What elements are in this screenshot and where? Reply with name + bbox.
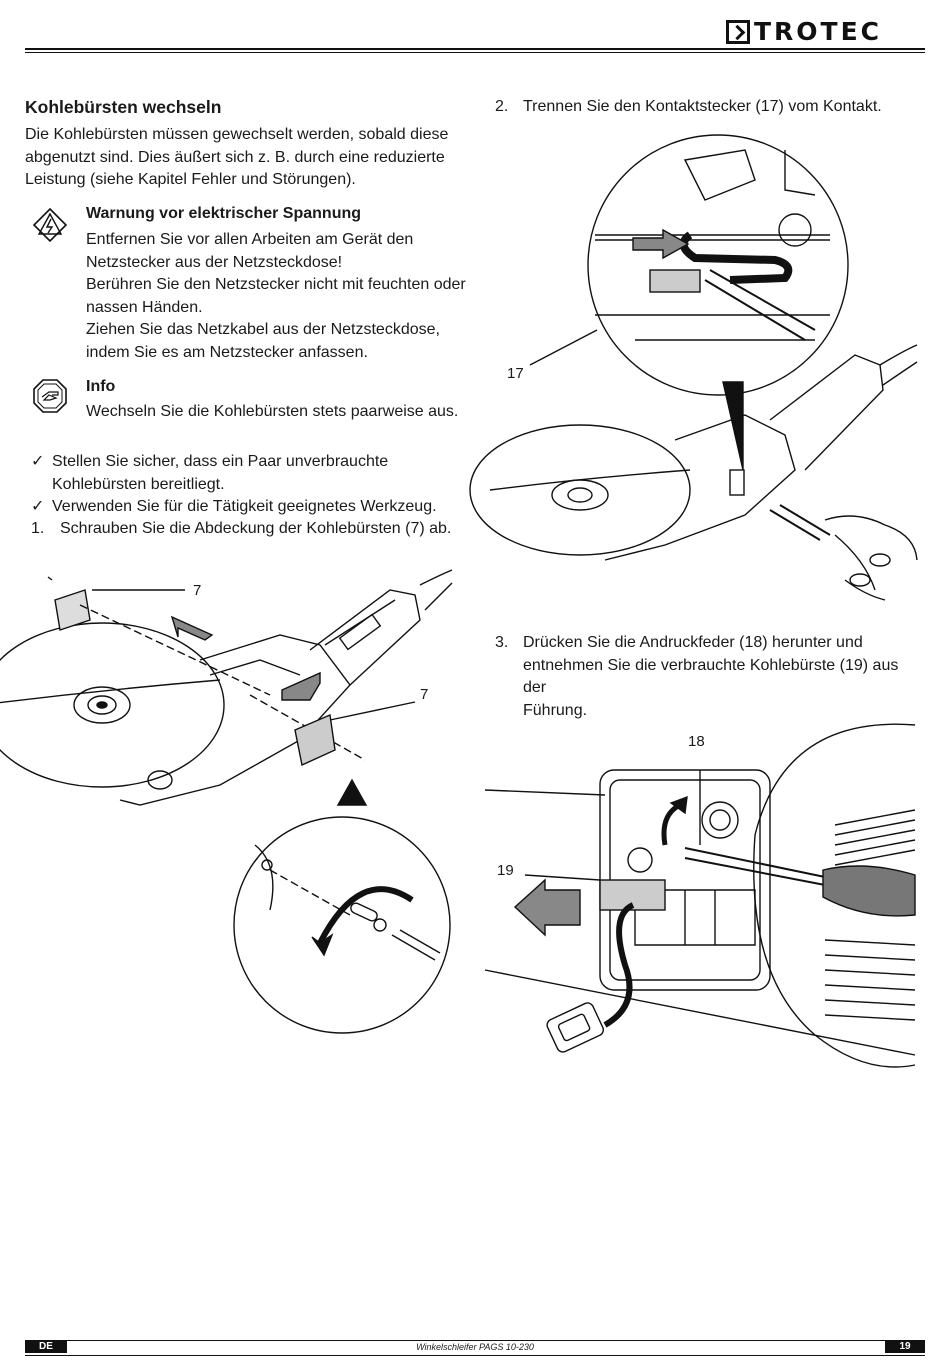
- check-item: Verwenden Sie für die Tätigkeit geeignet…: [52, 498, 437, 515]
- logo-chevron-icon: [726, 20, 750, 44]
- figure-label-7: 7: [193, 582, 202, 599]
- warning-line: Netzstecker aus der Netzsteckdose!: [86, 253, 343, 271]
- check-line: Kohlebürsten bereitliegt.: [52, 475, 225, 493]
- step-line: Drücken Sie die Andruckfeder (18) herunt…: [523, 634, 863, 651]
- step-line: Führung.: [523, 701, 588, 719]
- header-rule-thin: [25, 52, 925, 53]
- step-line: entnehmen Sie die verbrauchte Kohlebürst…: [523, 656, 899, 697]
- figure-label-7b: 7: [420, 686, 429, 703]
- brush-removal-illustration: [484, 723, 916, 1068]
- figure-label-18: 18: [688, 733, 705, 750]
- intro-line: Leistung (siehe Kapitel Fehler und Störu…: [25, 171, 356, 188]
- figure-label-19: 19: [497, 862, 514, 879]
- warning-line: Ziehen Sie das Netzkabel aus der Netzste…: [86, 321, 440, 338]
- info-text: Wechseln Sie die Kohlebürsten stets paar…: [86, 403, 459, 420]
- footer-language: DE: [25, 1341, 67, 1353]
- step-text: Drücken Sie die Andruckfeder (18) herunt…: [523, 632, 923, 722]
- intro-line: Die Kohlebürsten müssen gewechselt werde…: [25, 126, 449, 143]
- logo-text: TROTEC: [754, 17, 883, 46]
- step-number: 1.: [31, 520, 45, 537]
- warning-title: Warnung vor elektrischer Spannung: [86, 205, 362, 222]
- cover-removal-illustration: [0, 569, 453, 1034]
- electric-warning-icon: [32, 207, 68, 243]
- warning-line: Entfernen Sie vor allen Arbeiten am Gerä…: [86, 231, 414, 248]
- warning-line: Berühren Sie den Netzstecker nicht mit f…: [86, 276, 466, 293]
- figure-label-17: 17: [507, 365, 524, 382]
- warning-text: Entfernen Sie vor allen Arbeiten am Gerä…: [86, 229, 466, 364]
- footer-bar: [25, 1340, 925, 1356]
- check-mark-icon: ✓: [31, 453, 45, 470]
- step-text: Schrauben Sie die Abdeckung der Kohlebür…: [60, 520, 452, 537]
- section-heading: Kohlebürsten wechseln: [25, 97, 222, 117]
- step-text: Trennen Sie den Kontaktstecker (17) vom …: [523, 98, 882, 115]
- trotec-logo: TROTEC: [726, 18, 926, 46]
- check-line: Stellen Sie sicher, dass ein Paar unverb…: [52, 453, 389, 470]
- check-mark-icon: ✓: [31, 498, 45, 515]
- step-number: 2.: [495, 98, 509, 115]
- footer-title: Winkelschleifer PAGS 10-230: [416, 1342, 534, 1352]
- info-hand-icon: [33, 379, 67, 413]
- step-number: 3.: [495, 634, 509, 651]
- contact-plug-illustration: [469, 134, 918, 601]
- header-rule: [25, 48, 925, 50]
- intro-paragraph: Die Kohlebürsten müssen gewechselt werde…: [25, 124, 465, 192]
- info-title: Info: [86, 378, 116, 395]
- warning-line: nassen Händen.: [86, 298, 203, 316]
- footer-page-number: 19: [885, 1341, 925, 1353]
- warning-line: indem Sie es am Netzstecker anfassen.: [86, 343, 368, 361]
- check-item: Stellen Sie sicher, dass ein Paar unverb…: [52, 451, 388, 496]
- intro-line: abgenutzt sind. Dies äußert sich z. B. d…: [25, 148, 445, 166]
